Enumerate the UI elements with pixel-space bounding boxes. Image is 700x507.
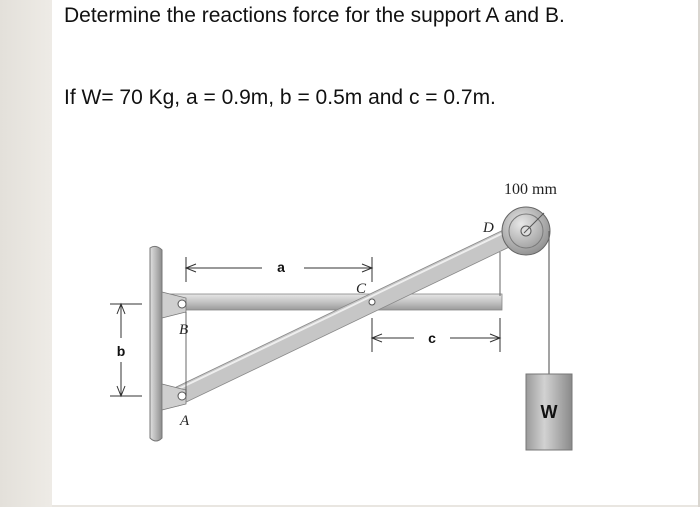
- dimension-b: [110, 302, 142, 398]
- weight-block: W: [525, 373, 573, 451]
- dimension-a: [184, 257, 374, 282]
- label-A: A: [179, 413, 190, 429]
- wall-support: [149, 245, 163, 442]
- dim-c-label: c: [428, 330, 436, 346]
- label-D: D: [482, 220, 494, 236]
- bracket-B: [161, 291, 187, 319]
- label-B: B: [179, 322, 188, 338]
- pin-C: [368, 298, 376, 306]
- bracket-A: [161, 383, 187, 411]
- pulley-D: [501, 206, 551, 256]
- label-C: C: [356, 281, 367, 297]
- dim-b-label: b: [117, 343, 126, 359]
- dimension-c: [370, 318, 502, 352]
- weight-label: W: [541, 402, 558, 422]
- diagonal-member: [169, 221, 529, 407]
- question-text: Determine the reactions force for the su…: [64, 4, 565, 27]
- dim-a-label: a: [277, 259, 285, 275]
- given-values-text: If W= 70 Kg, a = 0.9m, b = 0.5m and c = …: [64, 86, 496, 109]
- pulley-size-label: 100 mm: [504, 181, 557, 198]
- background-strip: [0, 0, 52, 507]
- card-edge: [698, 0, 700, 507]
